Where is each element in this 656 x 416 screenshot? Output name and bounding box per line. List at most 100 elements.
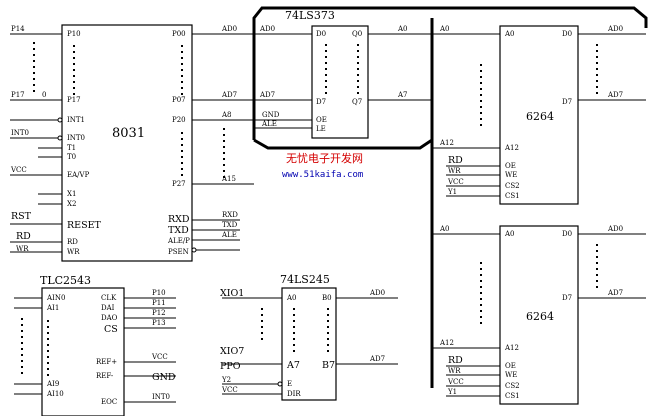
mcu-8031: 8031 P10 P17 INT1 INT0 T1 T0 EA/VP X1 X2…	[10, 24, 254, 262]
net-rst: RST	[11, 211, 32, 222]
mcu-pin-reset: RESET	[67, 220, 102, 231]
net-ad0-ram1: AD0	[607, 25, 623, 33]
net-y1-ram1: Y1	[447, 188, 457, 196]
net-ad0-buffer: AD0	[369, 289, 385, 297]
mcu-pin-ea: EA/VP	[67, 171, 90, 179]
net-rxd: RXD	[222, 211, 238, 219]
watermark-cn: 无忧电子开发网	[286, 151, 363, 165]
adc-pin-ref-minus: REF-	[96, 372, 114, 380]
ram1-pin-cs1: CS1	[505, 192, 520, 200]
ram2-pin-a12: A12	[504, 344, 519, 352]
net-p17: P17	[11, 91, 25, 99]
net-a12-ram2: A12	[439, 339, 454, 347]
buffer-pin-e: E	[287, 380, 292, 388]
net-p11-adc: P11	[152, 299, 166, 307]
net-int0-adc: INT0	[152, 393, 170, 401]
net-xio1: XIO1	[220, 288, 244, 299]
net-rd-left: RD	[16, 231, 31, 242]
latch-title: 74LS373	[285, 9, 335, 22]
latch-pin-d7: D7	[316, 98, 326, 106]
net-txd: TXD	[222, 221, 238, 229]
net-ppo: PPO	[220, 361, 241, 372]
adc-chip-body	[41, 287, 125, 416]
net-xio7: XIO7	[220, 346, 244, 357]
ram1-pin-d7: D7	[562, 98, 572, 106]
ram1-pin-oe: OE	[505, 162, 516, 170]
adc-pin-dao: DAO	[101, 314, 118, 322]
adc-pin-eoc: EOC	[101, 398, 117, 406]
adc-pin-cs: CS	[104, 324, 118, 335]
net-p10-adc: P10	[152, 289, 166, 297]
mcu-pin-rd: RD	[67, 238, 78, 246]
mcu-pin-psen: PSEN	[168, 248, 189, 256]
net-y1-ram2: Y1	[447, 388, 457, 396]
net-ad7-ram1: AD7	[607, 91, 623, 99]
ram1-pin-a12: A12	[504, 144, 519, 152]
latch-pin-q0: Q0	[352, 30, 362, 38]
latch-pin-oe: OE	[316, 116, 327, 124]
net-p12-adc: P12	[152, 309, 166, 317]
mcu-pin-p27: P27	[172, 180, 186, 188]
ram-6264-top: 6264 A0 A12 D0 D7 OE WE CS2 CS1 A0 A12 R…	[432, 25, 646, 205]
mcu-pin-t0: T0	[67, 153, 76, 161]
net-ale-latch: ALE	[261, 120, 277, 128]
net-p14: P14	[11, 25, 25, 33]
adc-pin-clk: CLK	[101, 294, 117, 302]
ram2-pin-cs2: CS2	[505, 382, 520, 390]
mcu-pin-p10: P10	[67, 30, 81, 38]
mcu-pin-ale: ALE/P	[167, 237, 190, 245]
ram2-pin-a0: A0	[504, 230, 515, 238]
net-zero: 0	[42, 91, 46, 99]
mcu-chip-body	[61, 24, 193, 262]
net-ad7-latch: AD7	[259, 91, 275, 99]
adc-pin-ref-plus: REF+	[96, 358, 117, 366]
adc-tlc2543: TLC2543 AIN0 AI1 AI9 AI10 CLK DAI DAO CS…	[14, 274, 176, 416]
ram1-name: 6264	[526, 110, 554, 123]
net-a0-ram2: A0	[439, 225, 450, 233]
ram1-pin-we: WE	[505, 171, 517, 179]
net-a7-latch: A7	[397, 91, 408, 99]
buffer-pin-a7: A7	[286, 360, 300, 371]
buffer-pin-a0: A0	[286, 294, 297, 302]
net-vcc-ram2: VCC	[447, 378, 464, 386]
net-a15-mcu: A15	[221, 175, 236, 183]
net-a0-latch: A0	[397, 25, 408, 33]
latch-pin-le: LE	[316, 125, 326, 133]
net-gnd-latch: GND	[262, 111, 280, 119]
net-rd-ram1: RD	[448, 155, 463, 166]
net-vcc-left: VCC	[10, 166, 27, 174]
net-p13-adc: P13	[152, 319, 166, 327]
ram2-name: 6264	[526, 310, 554, 323]
net-a12-ram1: A12	[439, 139, 454, 147]
address-data-bus	[252, 6, 648, 388]
mcu-pin-x2: X2	[67, 200, 76, 208]
net-vcc-buffer: VCC	[221, 386, 238, 394]
ram1-pin-d0: D0	[562, 30, 572, 38]
adc-pin-ain0: AIN0	[46, 294, 65, 302]
buffer-pin-b0: B0	[322, 294, 332, 302]
net-wr-ram2: WR	[448, 367, 461, 375]
buffer-74ls245: 74LS245 A0 A7 B0 B7 E DIR XIO1 XIO7 PPO …	[220, 273, 398, 401]
mcu-name: 8031	[112, 126, 145, 141]
net-ad0-latch: AD0	[259, 25, 275, 33]
mcu-pin-p07: P07	[172, 96, 186, 104]
ram2-pin-cs1: CS1	[505, 392, 520, 400]
watermark: 无忧电子开发网 www.51kaifa.com	[282, 151, 363, 180]
net-wr-left: WR	[16, 245, 29, 253]
net-ad7-buffer: AD7	[369, 355, 385, 363]
mcu-pin-p20: P20	[172, 116, 186, 124]
mcu-pin-wr: WR	[67, 248, 80, 256]
ram2-pin-d0: D0	[562, 230, 572, 238]
net-ale-mcu: ALE	[221, 231, 237, 239]
buffer-pin-dir: DIR	[287, 390, 301, 398]
ram-6264-bottom: 6264 A0 A12 D0 D7 OE WE CS2 CS1 A0 A12 R…	[432, 225, 646, 405]
mcu-pin-int0: INT0	[67, 134, 85, 142]
mcu-pin-txd: TXD	[168, 225, 189, 236]
adc-title: TLC2543	[40, 274, 91, 287]
latch-74ls373: 74LS373 D0 D7 Q0 Q7 OE LE AD0 AD7 A0 A7 …	[254, 9, 432, 139]
net-a8-mcu: A8	[221, 111, 232, 119]
net-a0-ram1: A0	[439, 25, 450, 33]
ram1-pin-a0: A0	[504, 30, 515, 38]
net-ad0-ram2: AD0	[607, 225, 623, 233]
adc-pin-ai9: AI9	[46, 380, 59, 388]
